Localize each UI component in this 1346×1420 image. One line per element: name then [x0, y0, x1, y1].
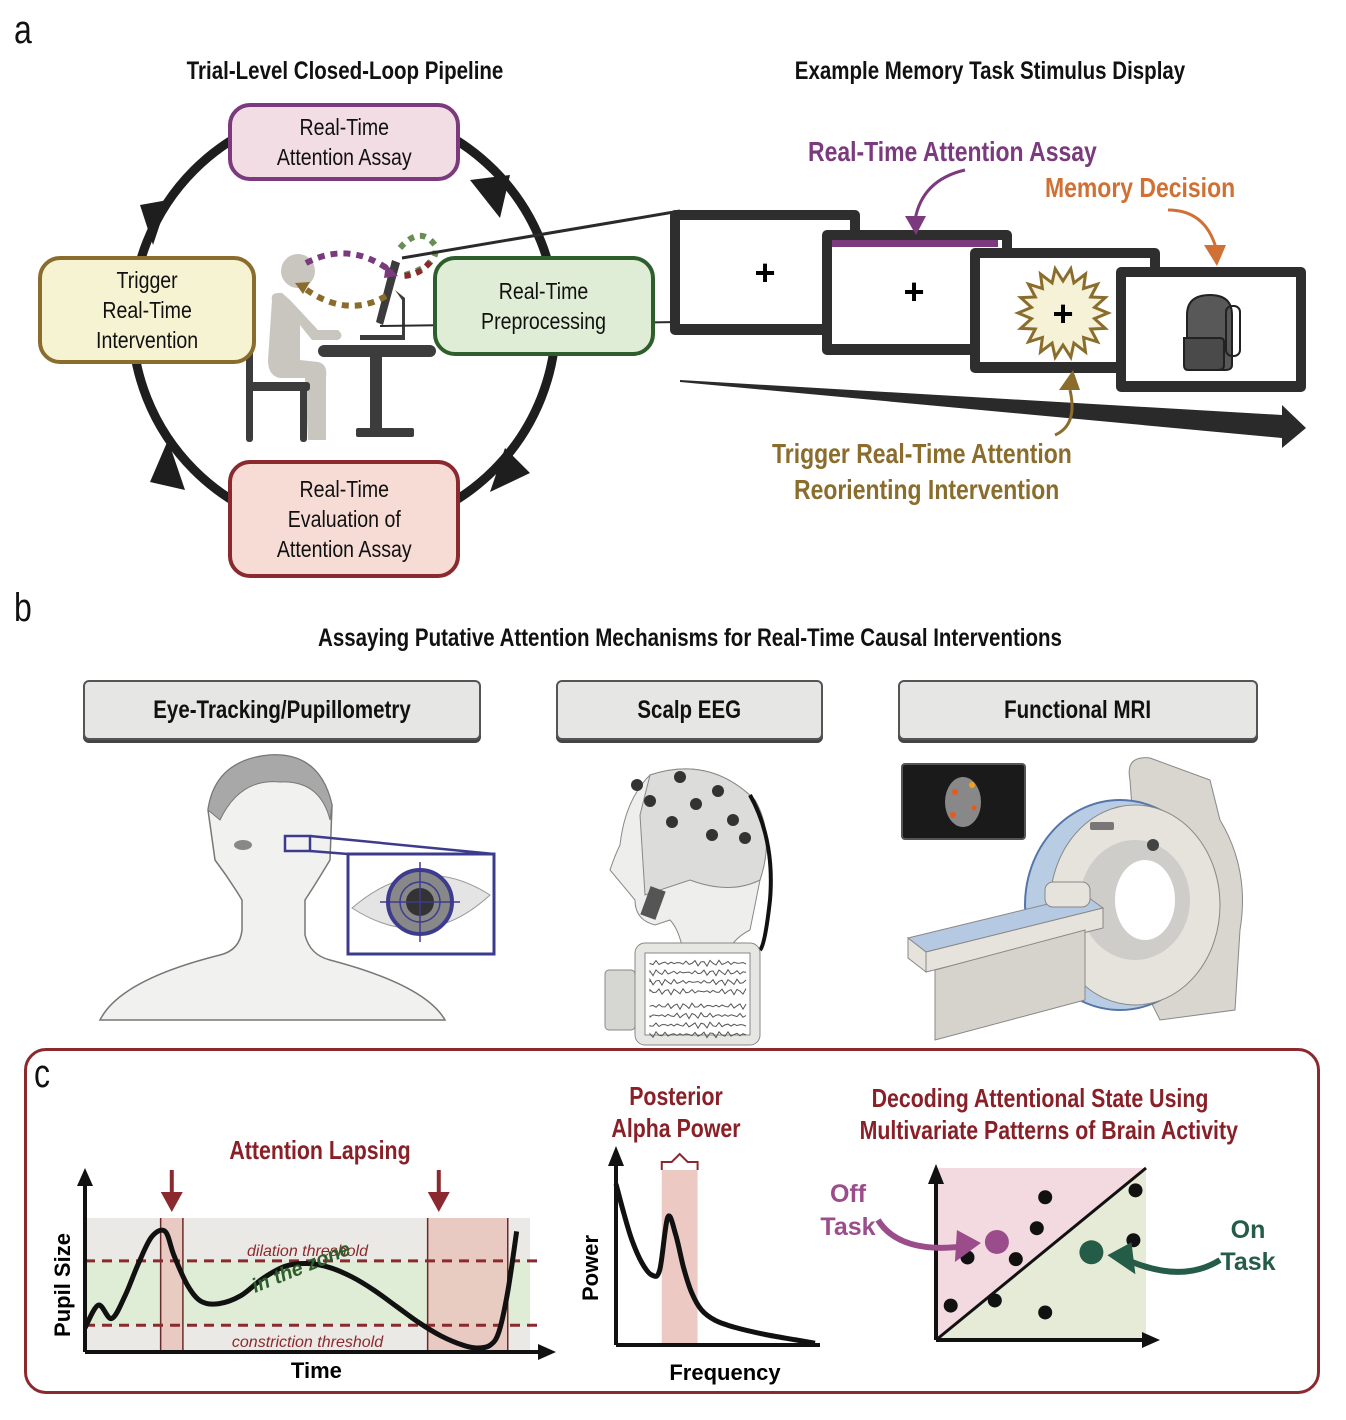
data-point — [1128, 1183, 1143, 1198]
panel-b-letter: b — [14, 586, 32, 630]
decision-boundary — [935, 1166, 1147, 1342]
dilation-threshold-label: dilation threshold — [247, 1243, 369, 1260]
panel-b-title: Assaying Putative Attention Mechanisms f… — [318, 624, 1062, 652]
person-at-computer-icon — [246, 254, 436, 442]
trigger-annotation-arrow — [1054, 389, 1074, 437]
fixation-cross: + — [1052, 293, 1073, 334]
timeline-arrow — [680, 380, 1306, 448]
node-label: Real-Time Preprocessing — [481, 278, 607, 334]
panel-c-letter: c — [34, 1052, 50, 1096]
node-label: Real-Time Evaluation of Attention Assay — [276, 476, 412, 562]
loop-arrow-2 — [490, 448, 530, 492]
on-task-label-line1: On — [1231, 1216, 1266, 1244]
assay-annotation-arrow — [913, 168, 966, 221]
constriction-threshold-label: constriction threshold — [232, 1334, 384, 1351]
annotation-trigger-line2: Reorienting Intervention — [794, 474, 1060, 505]
screen-2: + — [822, 230, 1012, 355]
alpha-title-line2: Alpha Power — [611, 1113, 741, 1143]
alpha-chart-title: Posterior Alpha Power — [594, 1080, 758, 1144]
lapse-window — [427, 1218, 508, 1352]
mri-scanner-icon — [901, 757, 1243, 1041]
alpha-title-line1: Posterior — [629, 1081, 723, 1111]
decoding-chart-title: Decoding Attentional State Using Multiva… — [860, 1082, 1238, 1146]
on-task-label-line2: Task — [1220, 1248, 1275, 1276]
assay-bar — [832, 240, 998, 247]
loop-arrow-1 — [470, 175, 510, 218]
alpha-band-bracket — [660, 1152, 699, 1170]
pupil-trace — [82, 1227, 520, 1351]
screen-1: + — [670, 210, 860, 335]
backpack-icon — [1183, 293, 1241, 371]
modality-label: Eye-Tracking/Pupillometry — [153, 695, 411, 724]
lapse-window — [160, 1218, 183, 1352]
stimulus-display-sequence: + + + — [670, 168, 1306, 448]
processing-arrow — [397, 232, 439, 278]
annotation-memory-decision: Memory Decision — [1045, 172, 1236, 203]
screen-4 — [1116, 267, 1306, 392]
panel-a-letter: a — [14, 8, 32, 52]
power-spectrum-trace — [613, 1183, 816, 1346]
node-attention-assay: Real-Time Attention Assay — [228, 103, 460, 181]
display-title: Example Memory Task Stimulus Display — [794, 57, 1186, 85]
off-task-arrow — [875, 1218, 968, 1251]
fixation-cross: + — [754, 252, 775, 293]
pupil-chart-title: Attention Lapsing — [229, 1135, 411, 1165]
off-task-label-line1: Off — [830, 1180, 867, 1208]
data-point — [987, 1293, 1002, 1308]
node-preprocessing: Real-Time Preprocessing — [433, 256, 655, 356]
node-label: Trigger Real-Time Intervention — [95, 267, 199, 353]
x-axis-label: Time — [291, 1358, 342, 1383]
data-point — [1008, 1252, 1023, 1267]
y-axis-label: Power — [578, 1235, 603, 1301]
data-point — [943, 1298, 958, 1313]
modality-label: Scalp EEG — [637, 695, 742, 724]
eeg-monitor-icon — [604, 942, 761, 1046]
modality-fmri: Functional MRI — [898, 680, 1258, 740]
gaze-arrow-to-screen — [304, 250, 394, 275]
feedback-arrow-to-person — [298, 282, 388, 309]
modality-label: Functional MRI — [1004, 695, 1152, 724]
y-axis-label: Pupil Size — [50, 1233, 75, 1337]
decoding-title-line2: Multivariate Patterns of Brain Activity — [859, 1115, 1238, 1145]
annotation-assay: Real-Time Attention Assay — [808, 136, 1097, 167]
decoding-title-line1: Decoding Attentional State Using — [871, 1083, 1209, 1113]
eeg-cap-head-icon — [604, 768, 773, 1046]
on-task-centroid — [1079, 1240, 1104, 1265]
face-with-eye-tracking-icon — [98, 754, 496, 1021]
starburst-cue-icon — [1014, 264, 1112, 362]
data-point — [1029, 1221, 1044, 1236]
data-point — [1038, 1190, 1053, 1205]
eye-closeup-icon — [346, 852, 496, 956]
pupil-size-chart: dilation threshold constriction threshold… — [50, 1168, 556, 1383]
modality-eye-tracking: Eye-Tracking/Pupillometry — [83, 680, 481, 740]
loop-arrow-4 — [140, 200, 168, 245]
off-task-label-line2: Task — [820, 1213, 875, 1241]
panel-c-frame — [24, 1048, 1320, 1394]
annotation-trigger-line1: Trigger Real-Time Attention — [772, 438, 1072, 469]
x-axis-label: Frequency — [669, 1360, 781, 1385]
node-label: Real-Time Attention Assay — [276, 114, 412, 170]
data-point — [1038, 1305, 1053, 1320]
memory-annotation-arrow — [1167, 208, 1218, 249]
loop-arrow-3 — [150, 440, 185, 490]
pipeline-title: Trial-Level Closed-Loop Pipeline — [186, 57, 504, 85]
off-task-centroid — [984, 1229, 1009, 1254]
zoom-line-top — [401, 209, 680, 260]
node-evaluation: Real-Time Evaluation of Attention Assay — [228, 460, 460, 578]
node-trigger-intervention: Trigger Real-Time Intervention — [38, 256, 256, 364]
fixation-cross: + — [903, 271, 924, 312]
modality-scalp-eeg: Scalp EEG — [556, 680, 823, 740]
